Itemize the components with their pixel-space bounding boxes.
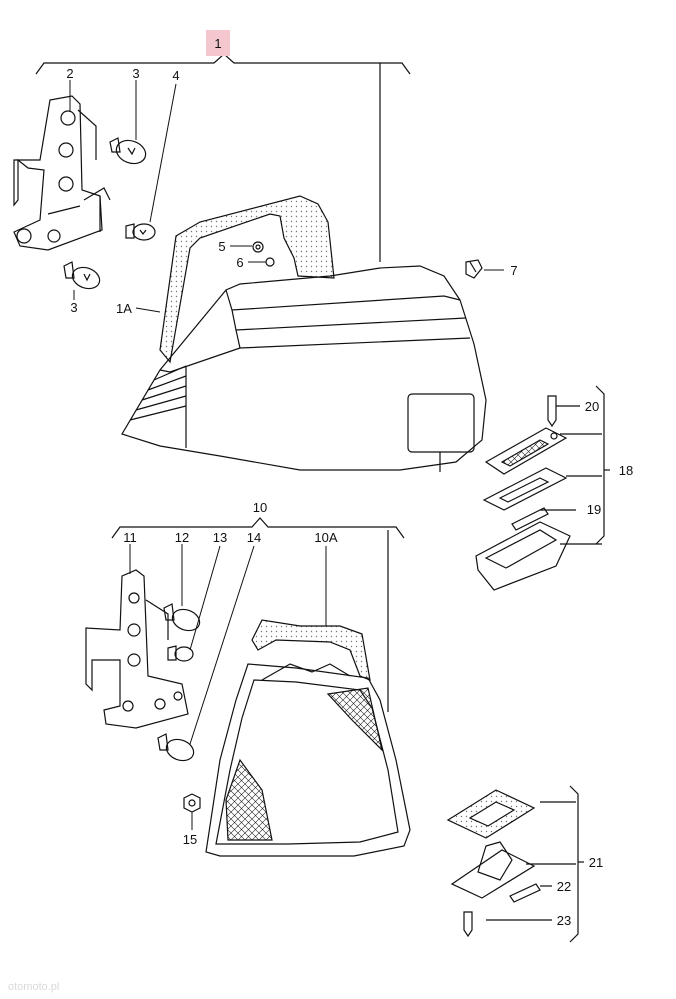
callout-7: 7 <box>510 263 517 278</box>
bulb-12 <box>163 603 201 632</box>
callout-23: 23 <box>557 913 571 928</box>
callout-22: 22 <box>557 879 571 894</box>
bulb-holder-bottom <box>85 569 189 729</box>
clip-7 <box>465 259 483 279</box>
bulb-14 <box>157 733 195 762</box>
screw-5 <box>252 241 264 253</box>
indicator-lens <box>205 663 411 857</box>
callout-highlight-1 <box>206 30 230 56</box>
callout-10: 10 <box>253 500 267 515</box>
callout-3b: 3 <box>70 300 77 315</box>
callout-12: 12 <box>175 530 189 545</box>
callout-1: 1 <box>214 36 221 51</box>
washer-6 <box>265 257 275 267</box>
callout-2: 2 <box>66 66 73 81</box>
callout-6: 6 <box>236 255 243 270</box>
callout-21: 21 <box>589 855 603 870</box>
callout-5: 5 <box>218 239 225 254</box>
bulb-holder-top <box>13 95 111 251</box>
callout-20: 20 <box>585 399 599 414</box>
bracket-assembly-10 <box>111 517 405 712</box>
callout-19: 19 <box>587 502 601 517</box>
leader-lines <box>69 80 504 830</box>
callout-10A: 10A <box>314 530 337 545</box>
watermark: otomoto.pl <box>8 981 60 993</box>
callout-11: 11 <box>123 530 137 545</box>
callout-1A: 1A <box>116 301 132 316</box>
callout-13: 13 <box>213 530 227 545</box>
callout-14: 14 <box>247 530 261 545</box>
nut-15 <box>183 793 201 813</box>
callout-15: 15 <box>183 832 197 847</box>
callout-18: 18 <box>619 463 633 478</box>
tail-light-gasket <box>159 195 335 364</box>
tail-light-lens <box>121 265 487 472</box>
bracket-assembly-1 <box>35 53 411 262</box>
callout-4: 4 <box>172 68 179 83</box>
callout-labels: 1 2 3 4 5 6 7 1A 3 20 18 19 10 11 12 13 … <box>66 36 633 928</box>
bulb-13 <box>167 645 194 662</box>
license-light-lower-group <box>446 785 584 943</box>
bulb-4-top <box>125 223 156 241</box>
callout-3a: 3 <box>132 66 139 81</box>
license-light-upper-group <box>475 385 610 591</box>
bulb-3-bottom <box>63 261 101 290</box>
bulb-3-top <box>109 137 147 165</box>
